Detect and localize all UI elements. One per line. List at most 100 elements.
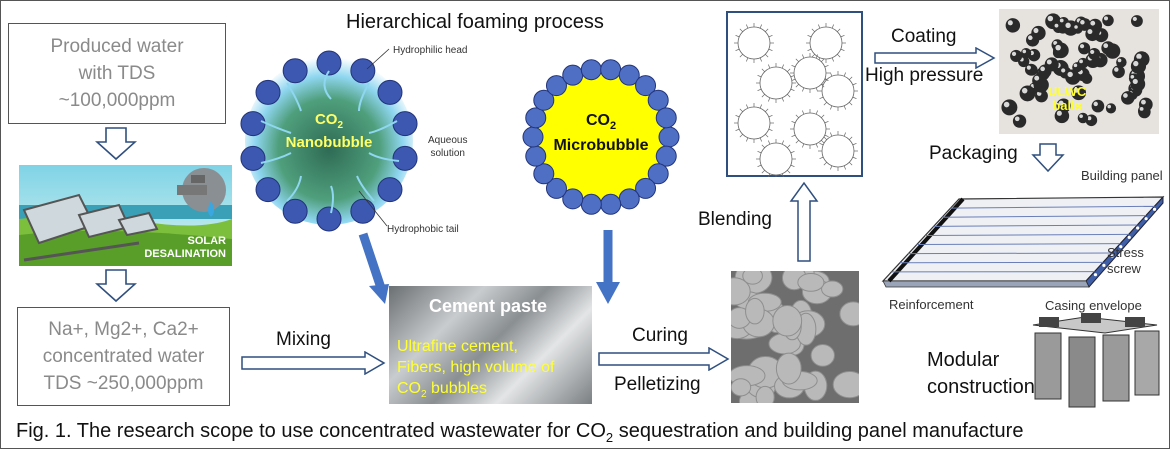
- bead: [525, 107, 547, 129]
- ball: [1138, 105, 1150, 117]
- high-pressure-label: High pressure: [865, 65, 984, 86]
- screw: [1102, 263, 1106, 267]
- building-panel-drawing: [881, 195, 1165, 288]
- stress-screw-label: Stress screw: [1107, 245, 1144, 277]
- screw: [1144, 217, 1148, 221]
- solar-desalination-image: SOLAR DESALINATION: [19, 165, 232, 266]
- bead: [282, 58, 308, 84]
- modular-line-2: construction: [927, 376, 1035, 398]
- ball-highlight: [1079, 44, 1085, 49]
- bead: [618, 64, 640, 86]
- ball-highlight: [1027, 35, 1033, 41]
- ball: [1085, 27, 1100, 42]
- bead: [635, 177, 657, 199]
- stress-line-1: Stress: [1107, 245, 1144, 260]
- microbubble-diagram: [522, 59, 680, 215]
- microsphere: [818, 71, 858, 111]
- down-arrow-1: [95, 127, 137, 161]
- ball-highlight: [1033, 28, 1039, 34]
- bead: [658, 126, 680, 148]
- modular-construction-drawing: [1032, 313, 1160, 408]
- ball: [1005, 18, 1021, 33]
- ball-highlight: [1034, 75, 1040, 81]
- ball-highlight: [1073, 63, 1078, 68]
- pellet: [832, 370, 859, 399]
- ball: [1072, 23, 1083, 34]
- ball-highlight: [1079, 114, 1083, 119]
- bead: [525, 145, 547, 167]
- bead: [655, 107, 677, 129]
- pellet: [821, 280, 844, 298]
- ball: [1130, 15, 1143, 27]
- ulwc-balls-image: [999, 9, 1159, 134]
- ball-highlight: [1141, 99, 1146, 105]
- ball-highlight: [1007, 20, 1013, 26]
- ball-highlight: [1056, 110, 1062, 116]
- mixing-label: Mixing: [276, 329, 331, 350]
- blending-arrow: [789, 181, 819, 262]
- bead: [580, 59, 602, 81]
- ball-highlight: [1047, 15, 1054, 22]
- pellet: [742, 271, 763, 285]
- bead: [316, 50, 342, 76]
- ball-highlight: [1074, 25, 1078, 29]
- concentrated-line-2: concentrated water: [42, 346, 205, 367]
- ball-highlight: [1114, 67, 1119, 72]
- aqueous-line-1: Aqueous: [428, 135, 468, 146]
- ball-highlight: [1003, 101, 1010, 108]
- produced-water-line-2: with TDS: [78, 63, 156, 84]
- ball-highlight: [1022, 49, 1027, 54]
- ball-highlight: [1087, 116, 1092, 121]
- curing-label: Curing: [632, 325, 688, 346]
- ball-highlight: [1055, 44, 1061, 51]
- ball-highlight: [1133, 60, 1139, 67]
- solar-scene: [19, 165, 232, 266]
- ball-highlight: [1067, 71, 1073, 78]
- ulwc-line-1: ULWC: [1048, 84, 1087, 99]
- cement-bubbles: bubbles: [426, 380, 488, 397]
- bead: [545, 177, 567, 199]
- microsphere: [734, 23, 774, 63]
- ball-highlight: [1059, 18, 1064, 23]
- bead: [350, 58, 376, 84]
- bead: [600, 59, 622, 81]
- cement-description: Ultrafine cement, Fibers, high volume of…: [397, 336, 554, 404]
- microbubble-co-sub: 2: [609, 120, 617, 133]
- ball: [1077, 112, 1089, 124]
- packaging-arrow: [1031, 143, 1065, 173]
- ball-highlight: [1130, 75, 1135, 79]
- nanobubble-name: Nanobubble: [285, 134, 373, 151]
- bead: [282, 198, 308, 224]
- bead: [647, 89, 669, 111]
- cement-line-3: CO2 bubbles: [397, 378, 554, 404]
- ball-highlight: [1132, 16, 1137, 22]
- ball: [1078, 42, 1091, 55]
- panel-line: [942, 215, 1146, 218]
- stress-line-2: screw: [1107, 261, 1141, 276]
- ulwc-label: ULWC balls: [1048, 85, 1086, 113]
- ball-highlight: [1058, 100, 1064, 106]
- ball-highlight: [1132, 78, 1138, 85]
- panel-line: [925, 233, 1129, 236]
- ball: [1116, 57, 1127, 68]
- ball-highlight: [1090, 20, 1096, 26]
- blue-arrows: [358, 230, 620, 304]
- ball-highlight: [1079, 59, 1083, 64]
- ball-highlight: [1073, 87, 1079, 93]
- cement-line-2: Fibers, high volume of: [397, 359, 555, 376]
- pellets-image: [731, 271, 859, 403]
- bead: [255, 177, 281, 203]
- nanobubble-co-sub: 2: [337, 120, 344, 131]
- bead: [377, 177, 403, 203]
- label-leaders: [358, 48, 390, 227]
- solar-label-line-1: SOLAR: [187, 235, 227, 247]
- ball: [1088, 48, 1101, 61]
- bead: [600, 193, 622, 215]
- ball-highlight: [1014, 116, 1020, 122]
- concentrated-line-1: Na+, Mg2+, Ca2+: [48, 319, 199, 340]
- ball-highlight: [1026, 65, 1031, 70]
- ball: [1031, 25, 1046, 41]
- ball: [1001, 99, 1018, 116]
- curing-arrow: [598, 347, 730, 371]
- foaming-title: Hierarchical foaming process: [346, 11, 604, 33]
